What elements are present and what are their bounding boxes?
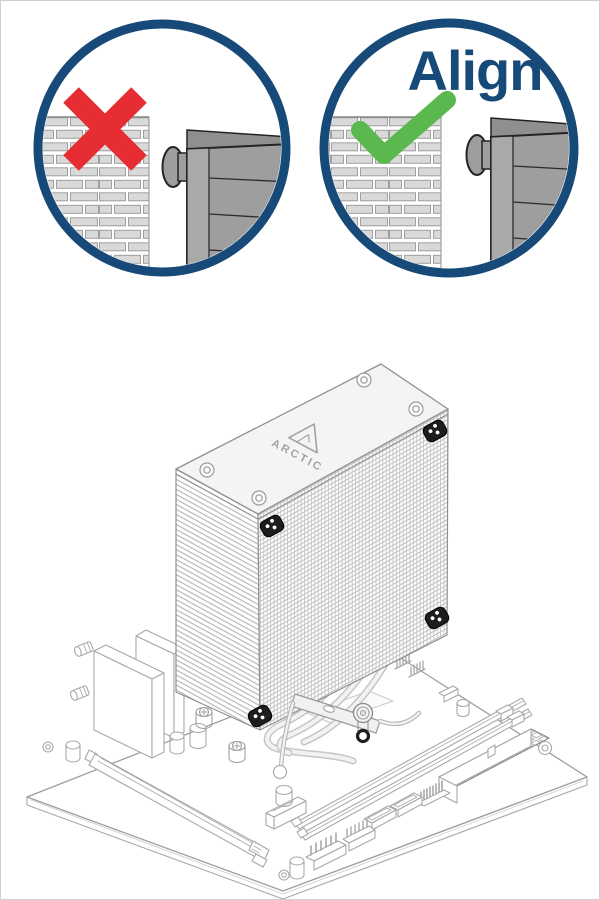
cooler-base bbox=[263, 639, 394, 765]
mounting-bracket bbox=[195, 693, 422, 780]
fan-headers bbox=[394, 652, 525, 728]
screw-icon bbox=[408, 401, 424, 417]
align-label: Align bbox=[408, 39, 543, 102]
motherboard-components bbox=[65, 629, 550, 880]
thumbscrew-icon bbox=[352, 702, 374, 744]
check-icon bbox=[351, 91, 456, 164]
heat-pipes bbox=[263, 639, 390, 765]
sata-ports bbox=[363, 792, 423, 831]
front-panel-header bbox=[342, 818, 376, 852]
top-plate bbox=[175, 363, 449, 520]
ram-slots bbox=[290, 697, 533, 841]
io-connector-block bbox=[69, 641, 165, 759]
rubber-mount-icon bbox=[259, 514, 285, 538]
rubber-mount-icon bbox=[422, 419, 448, 443]
arctic-logo-triangle-icon bbox=[288, 423, 318, 454]
capacitors bbox=[65, 698, 470, 880]
usb3-header bbox=[265, 796, 307, 830]
rubber-mount-icon bbox=[424, 606, 450, 630]
top-plate-screws bbox=[199, 372, 424, 506]
fin-stack-front-face bbox=[257, 408, 449, 731]
cross-icon bbox=[63, 87, 147, 171]
aligned-example: Align bbox=[319, 18, 579, 278]
mounting-hole bbox=[42, 740, 553, 881]
screw-icon bbox=[251, 490, 267, 506]
screw-icon bbox=[356, 372, 372, 388]
bracket-pad bbox=[272, 764, 288, 780]
pcie-slot bbox=[84, 749, 270, 868]
screw-icon bbox=[199, 462, 215, 478]
fin-stack-left-face bbox=[175, 468, 261, 731]
usb-header bbox=[305, 832, 347, 871]
cpu-cooler-tower: ARCTIC bbox=[175, 363, 450, 731]
standoff-screws bbox=[195, 706, 246, 764]
fan-mount-grommets bbox=[247, 419, 450, 728]
rubber-mount-icon bbox=[247, 704, 273, 728]
misaligned-example bbox=[33, 19, 291, 277]
cooler-motherboard-illustration: ARCTIC bbox=[26, 363, 588, 899]
